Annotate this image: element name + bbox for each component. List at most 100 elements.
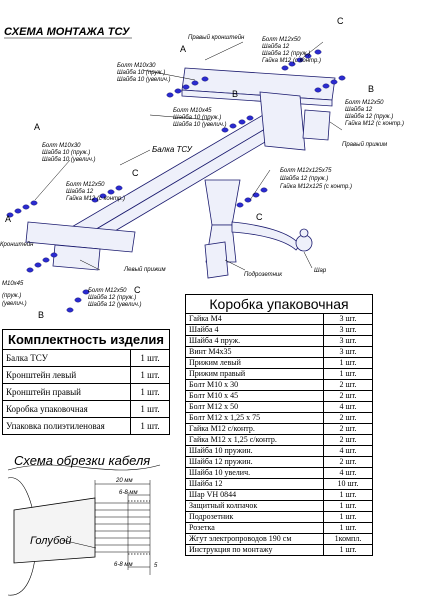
box-item-qty: 2 шт. <box>323 412 373 424</box>
box-item-name: Болт М12 х 1,25 х 75 <box>185 412 324 424</box>
callout-left-bolts-3: Шайба 10 (увелич.) <box>42 156 96 163</box>
box-item-qty: 1 шт. <box>323 368 373 380</box>
callout-right-nuts-3: Шайба 12 (пруж.) <box>345 113 393 120</box>
box-item-name: Жгут электропроводов 190 см <box>185 533 324 545</box>
callout-ball-bolts-3: Гайка М12х125 (с контр.) <box>280 183 352 190</box>
box-item-name: Шайба 10 увелич. <box>185 467 324 479</box>
box-item-qty: 1 шт. <box>323 357 373 369</box>
box-item-qty: 3 шт. <box>323 324 373 336</box>
box-item-name: Гайка М12 с/контр. <box>185 423 324 435</box>
box-item-qty: 4 шт. <box>323 445 373 457</box>
box-item-name: Болт М10 х 30 <box>185 379 324 391</box>
box-item-name: Гайка М12 х 1,25 с/контр. <box>185 434 324 446</box>
box-item-name: Шайба 12 <box>185 478 324 490</box>
callout-bottom-nuts-1: Болт М12х50 <box>88 288 127 294</box>
fastener-icon <box>50 252 58 258</box>
box-row: Гайка М12 х 1,25 с/контр.2 шт. <box>185 434 373 446</box>
fastener-icon <box>107 189 115 195</box>
section-letter: A <box>5 214 11 224</box>
fasteners <box>6 49 346 313</box>
kit-table-title: Комплектность изделия <box>2 329 170 349</box>
fastener-icon <box>252 192 260 198</box>
callout-ball: Шар <box>314 268 327 274</box>
fastener-icon <box>34 262 42 268</box>
fastener-icon <box>238 119 246 125</box>
callout-bottom-nuts-2: Шайба 12 (пруж.) <box>88 294 136 301</box>
fastener-icon <box>166 92 174 98</box>
callout-left-nuts-2: Шайба 12 <box>66 188 94 195</box>
kit-item-name: Кронштейн левый <box>2 366 131 384</box>
cable-title: Схема обрезки кабеля <box>14 453 150 468</box>
kit-item-name: Балка ТСУ <box>2 349 131 367</box>
kit-item-qty: 1 шт. <box>130 400 170 418</box>
fastener-icon <box>115 185 123 191</box>
fastener-icon <box>338 75 346 81</box>
callout-ball-bolts-1: Болт М12х125х75 <box>280 168 332 174</box>
box-item-qty: 1 шт. <box>323 489 373 501</box>
section-letter: C <box>134 285 141 295</box>
box-item-name: Шайба 4 <box>185 324 324 336</box>
kit-item-name: Кронштейн правый <box>2 383 131 401</box>
kit-item-qty: 1 шт. <box>130 383 170 401</box>
callout-socket-holder: Подрозетник <box>244 272 283 278</box>
callout-top-nuts-3: Шайба 12 (пруж.) <box>262 50 310 57</box>
fastener-icon <box>314 87 322 93</box>
callouts: Правый кронштейн Болт М12х50 Шайба 12 Ша… <box>0 34 404 308</box>
dim-6-8-bottom: 6-8 мм <box>114 562 133 568</box>
box-item-name: Защитный колпачок <box>185 500 324 512</box>
box-item-qty: 1 шт. <box>323 522 373 534</box>
callout-right-plank: Правый прижим <box>342 141 387 148</box>
callout-top-nuts-2: Шайба 12 <box>262 43 290 50</box>
callout-right-nuts-4: Гайка М12 (с контр.) <box>345 120 404 127</box>
box-item-name: Инструкция по монтажу <box>185 544 324 556</box>
callout-right-bracket: Правый кронштейн <box>188 34 245 41</box>
callout-right-nuts-2: Шайба 12 <box>345 106 373 113</box>
box-item-name: Шар VH 0844 <box>185 489 324 501</box>
section-letter: B <box>232 89 238 99</box>
fastener-icon <box>42 257 50 263</box>
box-item-qty: 1компл. <box>323 533 373 545</box>
callout-tsu-beam: Балка ТСУ <box>152 145 193 154</box>
box-item-qty: 3 шт. <box>323 346 373 358</box>
fastener-icon <box>229 123 237 129</box>
dim-6-8-top: 6-8 мм <box>119 490 138 496</box>
dim-5: 5 <box>154 563 158 569</box>
box-item-name: Подрозетник <box>185 511 324 523</box>
section-letters: A C B A C B C A C B <box>5 16 374 320</box>
fastener-icon <box>244 197 252 203</box>
box-item-name: Гайка М4 <box>185 313 324 325</box>
box-row: Шайба 10 увелич.4 шт. <box>185 467 373 479</box>
callout-top-left-bolts-3: Шайба 10 (увелич.) <box>117 76 171 83</box>
fastener-icon <box>30 200 38 206</box>
cable-cut-diagram: Схема обрезки кабеля 20 мм 6-8 мм 6-8 <box>7 453 161 596</box>
callout-top-nuts-1: Болт М12х50 <box>262 37 301 43</box>
callout-left-bracket: Кронштейн <box>0 241 34 248</box>
fastener-icon <box>91 197 99 203</box>
fastener-icon <box>330 79 338 85</box>
box-item-qty: 2 шт. <box>323 434 373 446</box>
box-table-title: Коробка упаковочная <box>185 294 373 313</box>
fastener-icon <box>26 267 34 273</box>
box-item-qty: 10 шт. <box>323 478 373 490</box>
box-item-qty: 4 шт. <box>323 467 373 479</box>
fastener-icon <box>66 307 74 313</box>
callout-ball-bolts-2: Шайба 12 (пруж.) <box>280 175 328 182</box>
box-row: Шайба 4 пруж.3 шт. <box>185 335 373 347</box>
section-letter: A <box>34 122 40 132</box>
box-item-name: Шайба 10 пружин. <box>185 445 324 457</box>
callout-left-nuts-1: Болт М12х50 <box>66 182 105 188</box>
section-letter: C <box>132 168 139 178</box>
callout-left-nuts-3: Гайка М12 (с контр.) <box>66 195 125 202</box>
